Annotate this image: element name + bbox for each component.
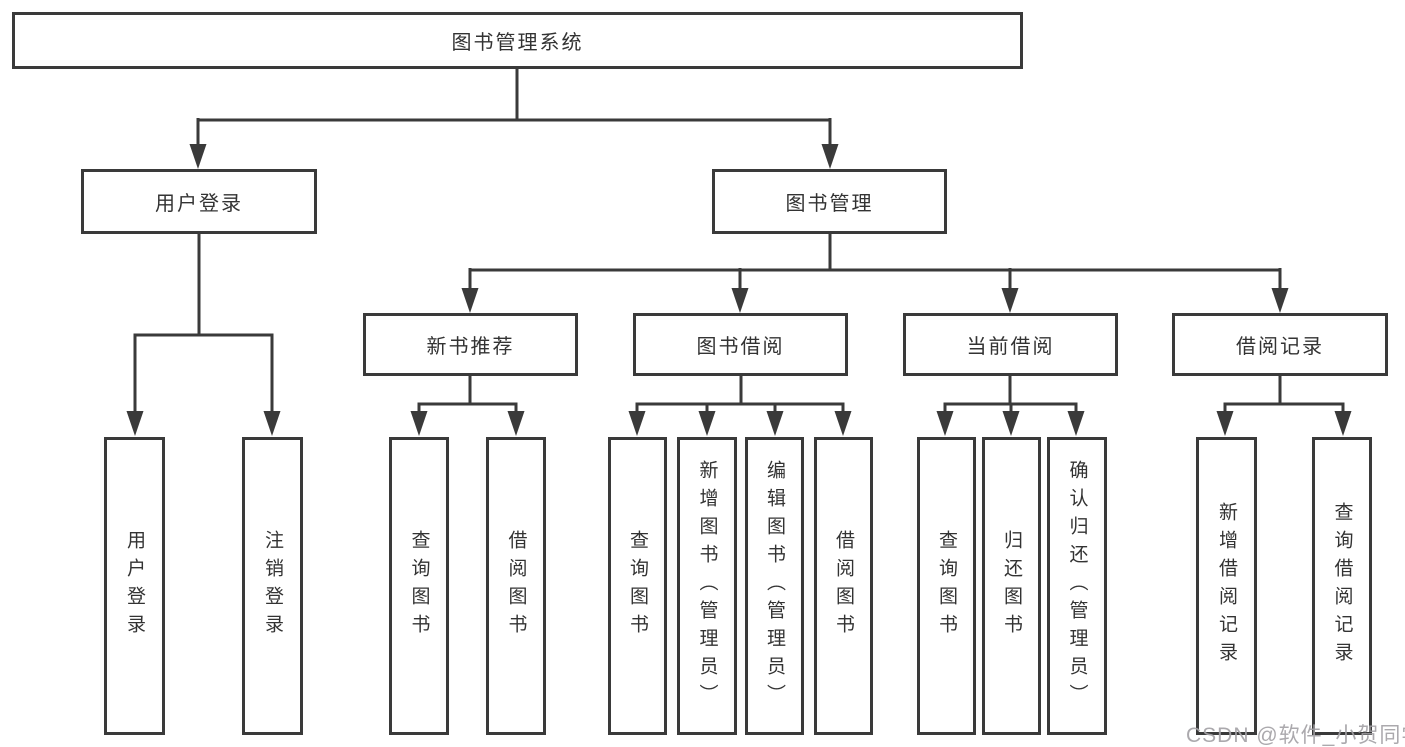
leaf-br-query-record: 查询借阅记录 [1312,437,1372,735]
leaf-bb-add-books-admin: 新增图书（管理员） [677,437,737,735]
leaf-bb-borrow-books: 借阅图书 [814,437,873,735]
leaf-bb-query-books: 查询图书 [608,437,667,735]
connector-user-login-to-leaves [133,233,274,413]
arrowhead-nb-borrow [507,411,525,436]
node-book-management: 图书管理 [712,169,947,234]
arrowhead-cb-return [1002,411,1020,436]
arrowhead-br-add [1216,411,1234,436]
connector-root-to-level2 [196,68,832,146]
node-borrowing-records: 借阅记录 [1172,313,1388,376]
arrowhead-cb-confirm [1067,411,1085,436]
node-current-borrowing: 当前借阅 [903,313,1118,376]
arrowhead-cb-query [936,411,954,436]
leaf-cb-return-books: 归还图书 [982,437,1041,735]
leaf-logout: 注销登录 [242,437,303,735]
connector-new-book-recommend-to-leaves [417,376,518,413]
arrowhead-leaf-logout [263,411,281,436]
leaf-nb-borrow-books: 借阅图书 [486,437,546,735]
connector-current-borrowing-to-leaves [943,376,1078,413]
watermark-text: CSDN @软件_小贺同学 [1186,724,1405,747]
arrowhead-bb-query [628,411,646,436]
leaf-user-login: 用户登录 [104,437,165,735]
leaf-nb-query-books: 查询图书 [389,437,449,735]
node-book-borrowing: 图书借阅 [633,313,848,376]
arrowhead-leaf-user-login [126,411,144,436]
arrowhead-nb-query [410,411,428,436]
arrowhead-user-login [189,144,207,169]
leaf-br-add-record: 新增借阅记录 [1196,437,1257,735]
connector-borrowing-records-to-leaves [1223,376,1345,413]
leaf-cb-query-books: 查询图书 [917,437,976,735]
arrowhead-bb-borrow [834,411,852,436]
leaf-bb-edit-books-admin: 编辑图书（管理员） [745,437,804,735]
arrowhead-bb-add [698,411,716,436]
leaf-cb-confirm-return-admin: 确认归还（管理员） [1047,437,1107,735]
arrowhead-borrowing-records [1271,288,1289,313]
connector-book-management-to-level3 [468,234,1282,290]
node-new-book-recommend: 新书推荐 [363,313,578,376]
connector-book-borrowing-to-leaves [635,376,845,413]
arrowhead-current-borrowing [1001,288,1019,313]
node-user-login: 用户登录 [81,169,317,234]
arrowhead-bb-edit [766,411,784,436]
node-root: 图书管理系统 [12,12,1023,69]
arrowhead-new-book-recommend [461,288,479,313]
arrowhead-book-management [821,144,839,169]
arrowhead-book-borrowing [731,288,749,313]
arrowhead-br-query [1334,411,1352,436]
